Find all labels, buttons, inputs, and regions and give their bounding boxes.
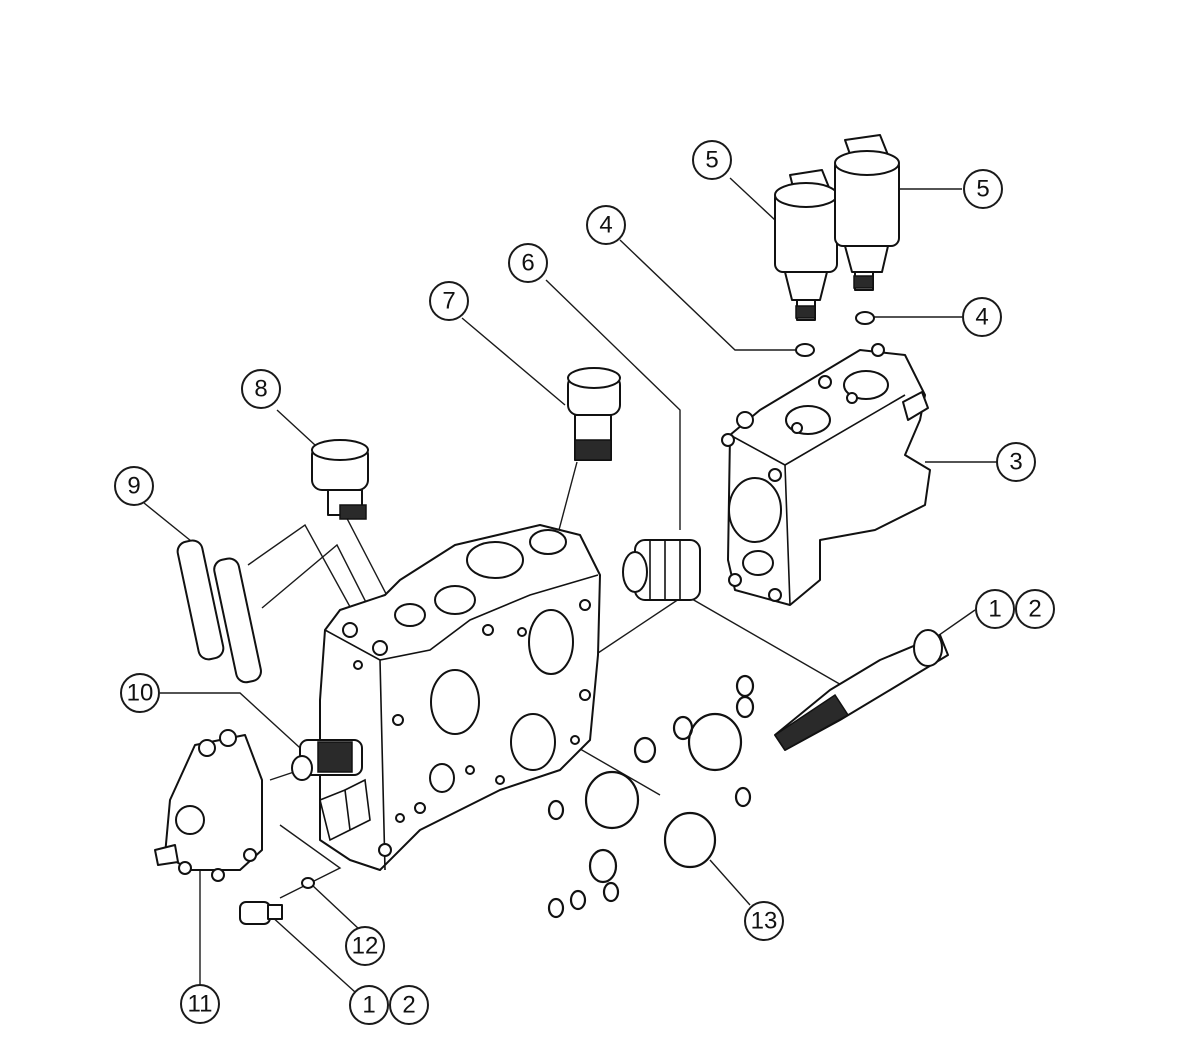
- svg-text:1: 1: [362, 992, 375, 1019]
- callout-5-right: 5: [963, 169, 1003, 209]
- svg-text:3: 3: [1009, 449, 1022, 476]
- callout-8: 8: [241, 369, 281, 409]
- callout-4-right: 4: [962, 297, 1002, 337]
- part-5-solenoid-right: [834, 134, 900, 291]
- callout-1-bottom: 1: [349, 985, 389, 1025]
- svg-text:10: 10: [127, 680, 154, 707]
- callout-10: 10: [120, 673, 160, 713]
- callout-11: 11: [180, 984, 220, 1024]
- svg-text:2: 2: [1028, 596, 1041, 623]
- svg-text:13: 13: [751, 908, 778, 935]
- svg-text:11: 11: [188, 991, 213, 1018]
- svg-text:6: 6: [521, 250, 534, 277]
- svg-text:2: 2: [402, 992, 415, 1019]
- svg-text:5: 5: [705, 147, 718, 174]
- part-10-relief-valve: [291, 739, 363, 781]
- callout-13: 13: [744, 901, 784, 941]
- part-1-2-screw: [239, 901, 283, 925]
- callout-2-right: 2: [1015, 589, 1055, 629]
- callout-7: 7: [429, 281, 469, 321]
- svg-text:7: 7: [442, 288, 455, 315]
- main-valve-body: [319, 524, 601, 871]
- svg-text:12: 12: [352, 933, 379, 960]
- callout-2-bottom: 2: [389, 985, 429, 1025]
- callout-4-top: 4: [586, 205, 626, 245]
- svg-text:8: 8: [254, 376, 267, 403]
- svg-text:5: 5: [976, 176, 989, 203]
- part-4-nuts: [795, 311, 875, 357]
- part-13-o-rings: [547, 674, 755, 919]
- callout-5-left: 5: [692, 140, 732, 180]
- part-3-rear-block: [721, 343, 931, 606]
- callout-12: 12: [345, 926, 385, 966]
- svg-text:9: 9: [127, 473, 140, 500]
- callout-1-right: 1: [975, 589, 1015, 629]
- svg-text:4: 4: [975, 304, 988, 331]
- part-1-2-spool: [773, 629, 949, 751]
- svg-text:1: 1: [988, 596, 1001, 623]
- svg-text:4: 4: [599, 212, 612, 239]
- part-12-plug: [301, 877, 315, 889]
- part-11-cover: [154, 729, 263, 882]
- part-9-pins: [176, 539, 262, 684]
- callout-3: 3: [996, 442, 1036, 482]
- part-5-solenoid-left: [774, 169, 838, 321]
- callout-9: 9: [114, 466, 154, 506]
- part-6-spring: [622, 539, 701, 601]
- part-7-plug: [567, 367, 621, 461]
- part-8-plug: [311, 439, 369, 520]
- callout-6: 6: [508, 243, 548, 283]
